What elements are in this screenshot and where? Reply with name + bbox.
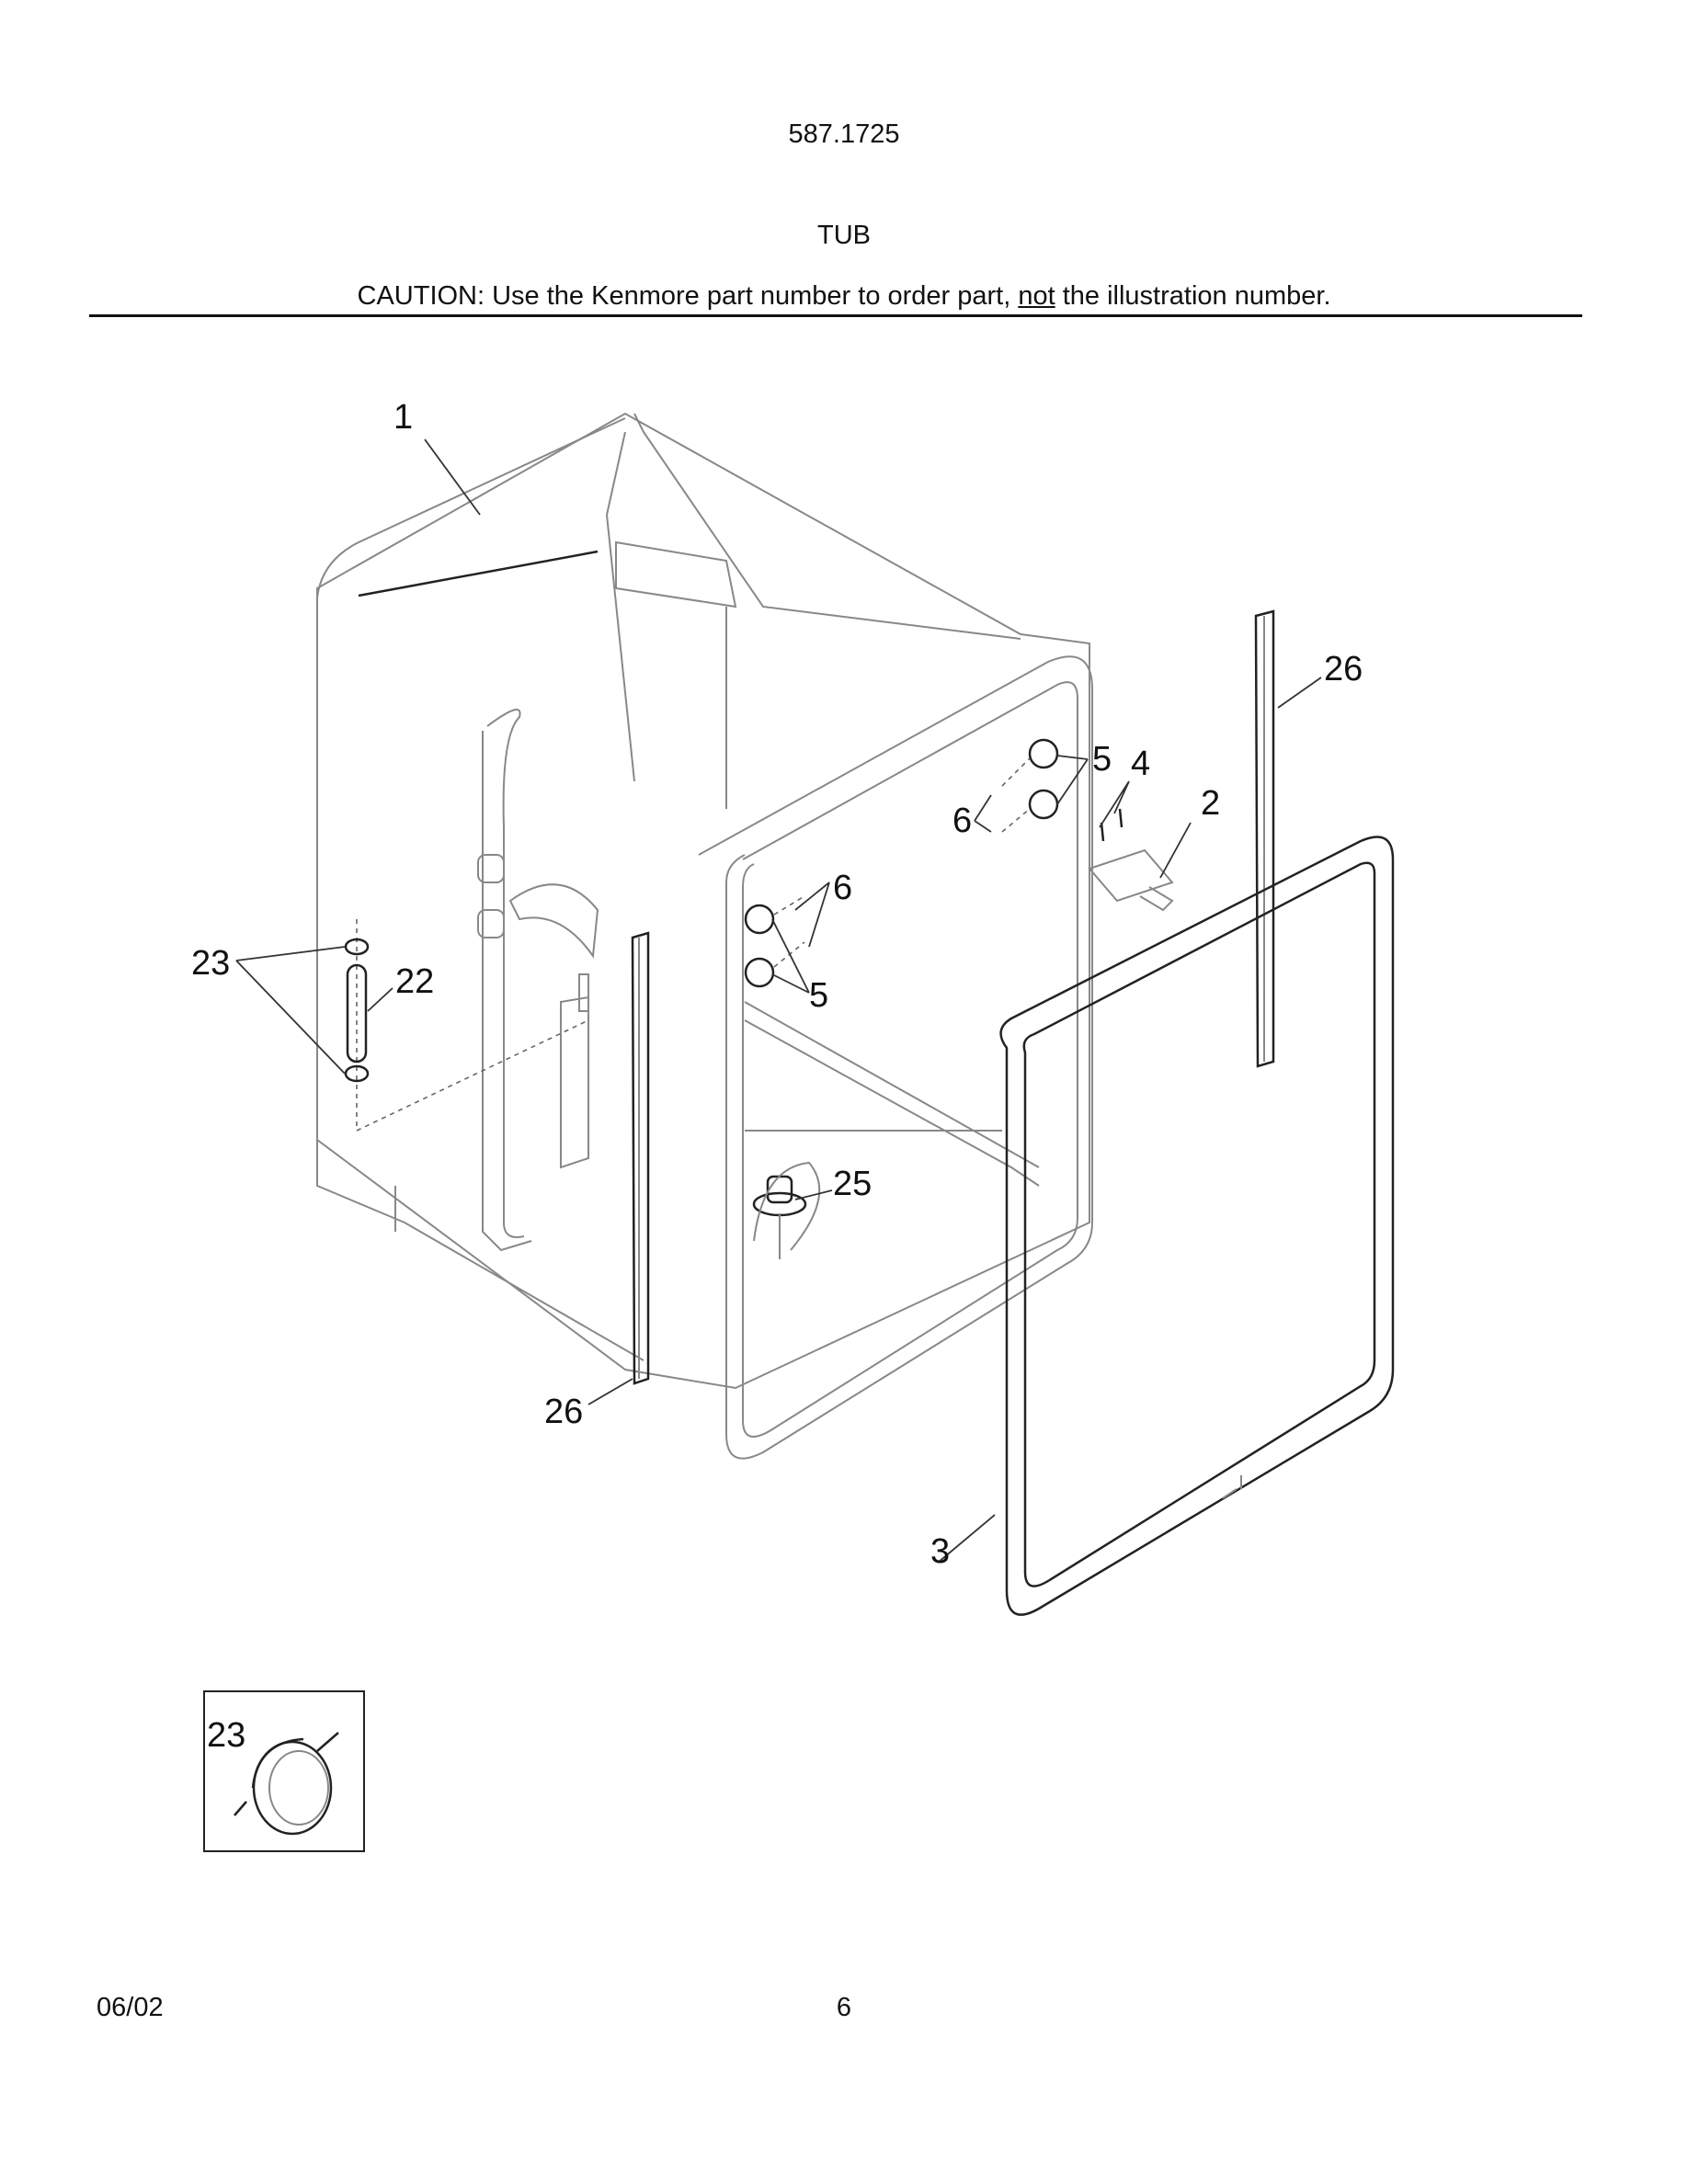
callout-22: 22 (395, 962, 434, 1001)
model-number: 587.1725 (788, 119, 900, 149)
part-6-screws-upper (1001, 757, 1031, 833)
caution-note: CAUTION: Use the Kenmore part number to … (0, 281, 1688, 312)
callout-23: 23 (191, 944, 230, 983)
tub-body (316, 412, 1093, 1460)
part-5-rollers-left (744, 904, 775, 988)
callout-23-inset: 23 (207, 1716, 245, 1755)
caution-text-underlined: not (1018, 281, 1055, 311)
callout-6-upper: 6 (952, 802, 972, 840)
part-5-rollers-upper (1028, 738, 1059, 820)
part-22-hose (346, 963, 368, 1064)
revision-date: 06/02 (97, 1993, 164, 2022)
part-4-screws (1100, 808, 1123, 842)
part-3-door-gasket (999, 836, 1395, 1616)
callout-3: 3 (930, 1532, 950, 1571)
callout-2: 2 (1201, 784, 1220, 823)
leader-lines (235, 438, 1322, 1564)
part-23-clamps (344, 938, 370, 1083)
callout-6-left: 6 (833, 869, 852, 907)
part-26-strip-right (1254, 609, 1275, 1068)
callout-4: 4 (1131, 745, 1150, 783)
callout-1: 1 (393, 398, 413, 437)
callout-5-left: 5 (809, 976, 828, 1015)
part-2-bracket (1088, 848, 1174, 912)
callout-5-upper: 5 (1092, 740, 1112, 779)
clamp-detail-inset: 23 (203, 1690, 365, 1852)
callout-25: 25 (833, 1165, 872, 1203)
callout-26-right: 26 (1324, 650, 1363, 688)
section-title: TUB (817, 221, 871, 250)
header-rule (89, 314, 1582, 317)
caution-text-after: the illustration number. (1055, 281, 1331, 311)
page-number: 6 (836, 1993, 852, 2022)
callout-26-left: 26 (544, 1393, 583, 1431)
part-25-float (752, 1161, 821, 1259)
side-fittings (356, 854, 599, 1169)
part-26-strip-left (631, 931, 650, 1385)
caution-text-before: CAUTION: Use the Kenmore part number to … (357, 281, 1019, 311)
